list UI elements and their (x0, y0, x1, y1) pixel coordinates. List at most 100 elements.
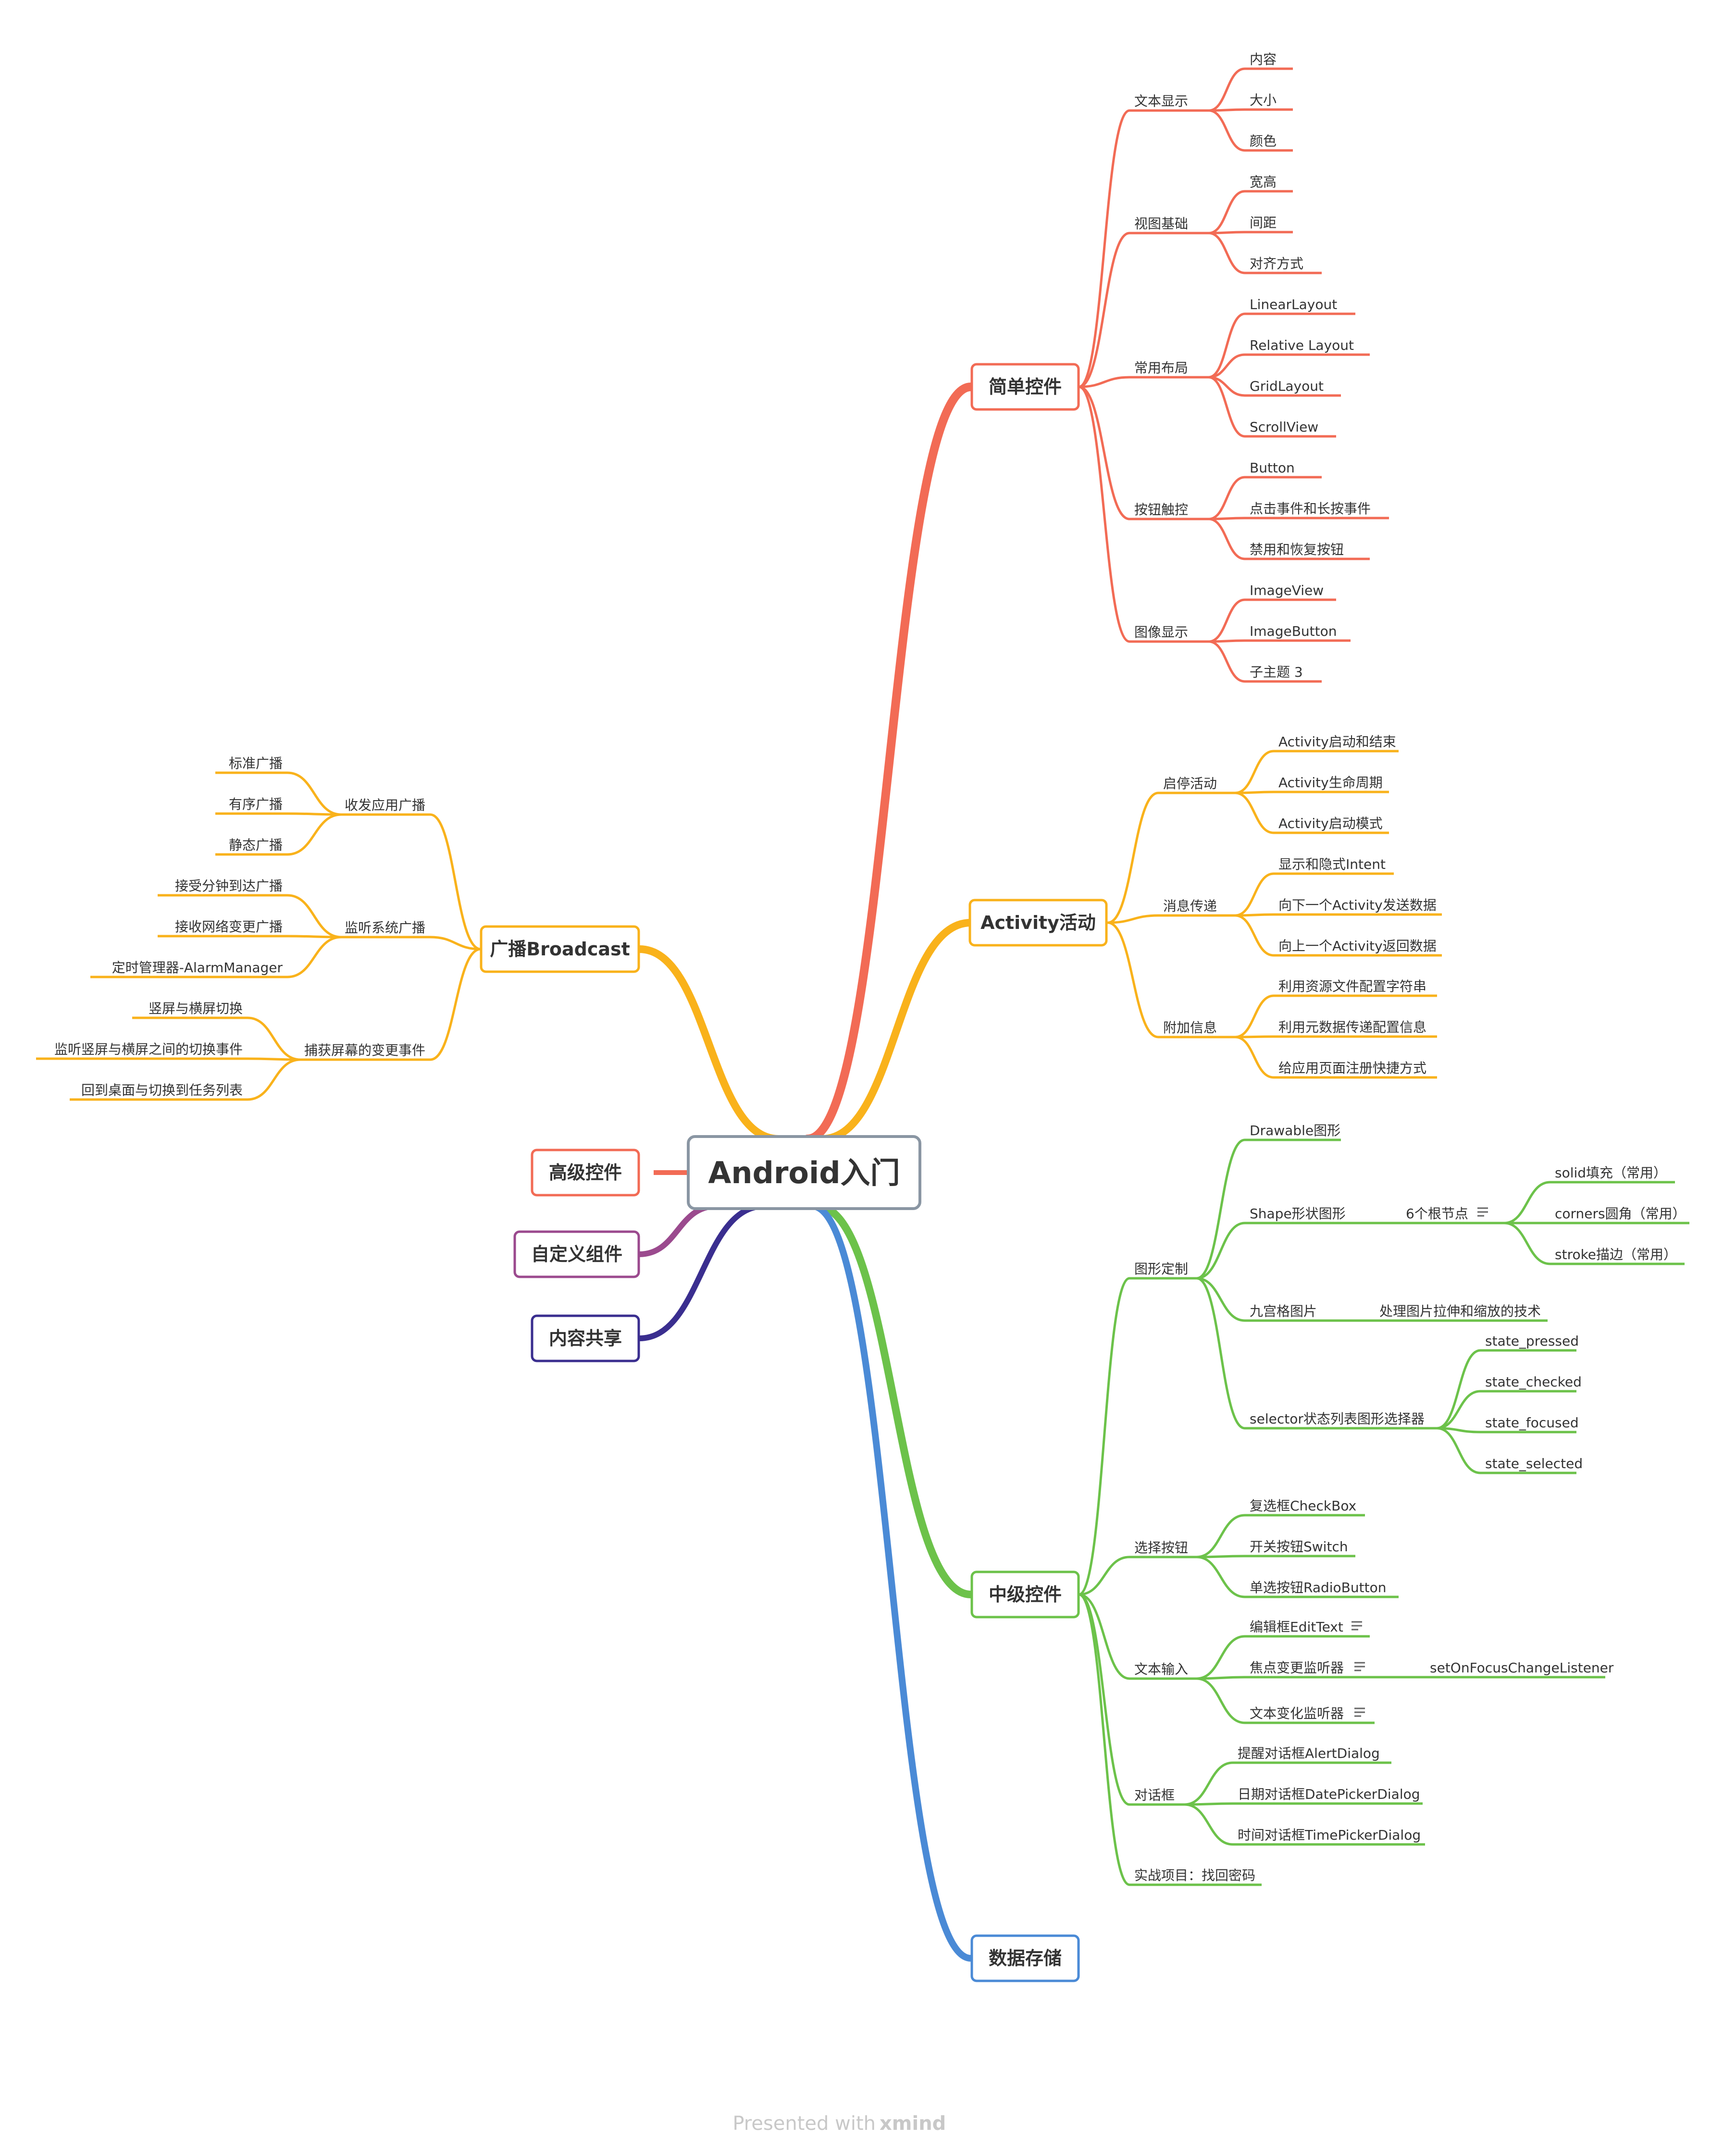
leaf-simple-2-0[interactable]: LinearLayout (1250, 297, 1337, 312)
edge-graphics-shape (1195, 1222, 1246, 1280)
subtopic-simple-1[interactable]: 视图基础 (1134, 216, 1188, 232)
leaf-graphics-drawable[interactable]: Drawable图形 (1250, 1123, 1340, 1138)
leaf-broadcast-0-2[interactable]: 静态广播 (229, 837, 283, 853)
leaf-simple-3-2[interactable]: 禁用和恢复按钮 (1250, 542, 1344, 557)
leaf-simple-1-1[interactable]: 间距 (1250, 215, 1277, 231)
subtopic-middle-textinput[interactable]: 文本输入 (1134, 1661, 1188, 1677)
subtopic-simple-2[interactable]: 常用布局 (1134, 360, 1188, 376)
main-topic-middle[interactable]: 中级控件 (970, 1570, 1080, 1619)
edge-simple-3-0 (1207, 476, 1246, 520)
subtopic-activity-1[interactable]: 消息传递 (1163, 898, 1217, 914)
leaf-choice-2[interactable]: 单选按钮RadioButton (1250, 1580, 1386, 1595)
subtopic-middle-choice[interactable]: 选择按钮 (1134, 1540, 1188, 1556)
leaf-graphics-shape-sub[interactable]: 6个根节点 (1406, 1206, 1468, 1222)
leaf-shape-item-1[interactable]: corners圆角（常用） (1555, 1206, 1686, 1222)
leaf-broadcast-0-0[interactable]: 标准广播 (229, 755, 283, 771)
leaf-shape-item-0[interactable]: solid填充（常用） (1555, 1165, 1667, 1181)
edge-dialog-2 (1183, 1803, 1234, 1846)
leaf-selector-item-2[interactable]: state_focused (1485, 1415, 1579, 1431)
subtopic-broadcast-1[interactable]: 监听系统广播 (345, 920, 425, 936)
leaf-broadcast-1-0[interactable]: 接受分钟到达广播 (175, 878, 283, 894)
leaf-broadcast-2-1[interactable]: 监听竖屏与横屏之间的切换事件 (54, 1041, 243, 1057)
main-topic-simple[interactable]: 简单控件 (970, 363, 1080, 411)
leaf-graphics-ninepatch[interactable]: 九宫格图片 (1250, 1303, 1317, 1319)
leaf-selector-item-1[interactable]: state_checked (1485, 1374, 1582, 1390)
leaf-broadcast-2-2[interactable]: 回到桌面与切换到任务列表 (81, 1082, 243, 1098)
leaf-dialog-0[interactable]: 提醒对话框AlertDialog (1238, 1745, 1380, 1761)
main-topic-advanced[interactable]: 高级控件 (531, 1149, 640, 1197)
notes-icon[interactable] (1352, 1621, 1362, 1631)
leaf-simple-3-1[interactable]: 点击事件和长按事件 (1250, 501, 1371, 517)
main-topic-advanced-box (531, 1149, 640, 1197)
leaf-simple-2-3[interactable]: ScrollView (1250, 419, 1318, 435)
leaf-activity-0-0[interactable]: Activity启动和结束 (1278, 734, 1396, 750)
main-topic-storage[interactable]: 数据存储 (970, 1934, 1080, 1982)
leaf-activity-1-0[interactable]: 显示和隐式Intent (1278, 856, 1386, 872)
leaf-dialog-1[interactable]: 日期对话框DatePickerDialog (1238, 1786, 1420, 1802)
subtopic-middle-graphics[interactable]: 图形定制 (1134, 1261, 1188, 1277)
leaf-simple-0-1[interactable]: 大小 (1250, 92, 1277, 108)
leaf-simple-4-1[interactable]: ImageButton (1250, 623, 1337, 639)
leaf-selector-item-3[interactable]: state_selected (1485, 1456, 1583, 1471)
main-topic-share[interactable]: 内容共享 (531, 1314, 640, 1362)
notes-icon[interactable] (1354, 1662, 1365, 1671)
leaf-simple-2-1[interactable]: Relative Layout (1250, 337, 1354, 353)
leaf-simple-3-0[interactable]: Button (1250, 460, 1295, 476)
notes-icon[interactable] (1477, 1207, 1488, 1217)
footer-brand-text: xmind (880, 2113, 946, 2135)
leaf-graphics-selector[interactable]: selector状态列表图形选择器 (1250, 1411, 1425, 1427)
main-topic-activity[interactable]: Activity活动 (968, 899, 1108, 947)
leaf-textinput-focus-sub[interactable]: setOnFocusChangeListener (1430, 1660, 1614, 1676)
leaf-simple-2-2[interactable]: GridLayout (1250, 378, 1324, 394)
subtopic-broadcast-2[interactable]: 捕获屏幕的变更事件 (304, 1042, 425, 1058)
subtopic-middle-dialog[interactable]: 对话框 (1134, 1787, 1175, 1803)
leaf-choice-1[interactable]: 开关按钮Switch (1250, 1539, 1348, 1555)
leaf-activity-0-1[interactable]: Activity生命周期 (1278, 775, 1383, 791)
leaf-activity-2-1[interactable]: 利用元数据传递配置信息 (1278, 1019, 1426, 1035)
leaf-simple-4-2[interactable]: 子主题 3 (1250, 664, 1303, 680)
leaf-dialog-2[interactable]: 时间对话框TimePickerDialog (1238, 1827, 1421, 1843)
subtopic-simple-3[interactable]: 按钮触控 (1134, 502, 1188, 518)
leaf-textinput-2[interactable]: 文本变化监听器 (1250, 1706, 1344, 1721)
subtopic-activity-2[interactable]: 附加信息 (1163, 1020, 1217, 1036)
main-topic-custom[interactable]: 自定义组件 (513, 1230, 640, 1278)
leaf-shape-item-2[interactable]: stroke描边（常用） (1555, 1247, 1677, 1262)
leaf-broadcast-2-0[interactable]: 竖屏与横屏切换 (149, 1001, 243, 1016)
leaf-textinput-0[interactable]: 编辑框EditText (1250, 1619, 1343, 1635)
edge-simple-1-1 (1207, 231, 1246, 235)
leaf-activity-1-1[interactable]: 向下一个Activity发送数据 (1278, 897, 1437, 913)
subtopic-activity-0[interactable]: 启停活动 (1163, 776, 1217, 791)
leaf-broadcast-1-2[interactable]: 定时管理器-AlarmManager (112, 960, 283, 976)
leaf-simple-0-2[interactable]: 颜色 (1250, 133, 1277, 149)
leaf-broadcast-0-1[interactable]: 有序广播 (229, 796, 283, 812)
subtopic-simple-4[interactable]: 图像显示 (1134, 624, 1188, 640)
edge-root-middle (813, 1202, 975, 1598)
edge-textinput-2 (1195, 1677, 1246, 1724)
leaf-choice-0[interactable]: 复选框CheckBox (1250, 1498, 1356, 1514)
edge-middle-dialog (1078, 1593, 1131, 1806)
leaf-textinput-1[interactable]: 焦点变更监听器 (1250, 1660, 1344, 1676)
edge-root-share (636, 1203, 767, 1341)
leaf-simple-4-0[interactable]: ImageView (1250, 582, 1324, 598)
root-topic[interactable]: Android入门 (687, 1135, 921, 1210)
leaf-simple-1-0[interactable]: 宽高 (1250, 174, 1277, 190)
leaf-selector-item-0[interactable]: state_pressed (1485, 1333, 1579, 1349)
leaf-simple-0-0[interactable]: 内容 (1250, 51, 1277, 67)
leaf-activity-1-2[interactable]: 向上一个Activity返回数据 (1278, 938, 1437, 954)
leaf-activity-2-0[interactable]: 利用资源文件配置字符串 (1278, 978, 1426, 994)
subtopic-simple-0[interactable]: 文本显示 (1134, 93, 1188, 109)
main-topic-broadcast[interactable]: 广播Broadcast (480, 925, 640, 973)
edge-broadcast-1-0 (286, 894, 343, 939)
notes-icon[interactable] (1354, 1707, 1365, 1717)
edge-simple-4 (1078, 385, 1131, 643)
leaf-activity-0-2[interactable]: Activity启动模式 (1278, 816, 1383, 831)
leaf-activity-2-2[interactable]: 给应用页面注册快捷方式 (1278, 1060, 1426, 1076)
leaf-graphics-shape[interactable]: Shape形状图形 (1250, 1206, 1346, 1222)
leaf-simple-1-2[interactable]: 对齐方式 (1250, 256, 1303, 272)
footer-presented-text: Presented with (732, 2113, 876, 2135)
leaf-broadcast-1-1[interactable]: 接收网络变更广播 (175, 919, 283, 935)
subtopic-broadcast-0[interactable]: 收发应用广播 (345, 797, 425, 813)
subtopic-middle-project[interactable]: 实战项目：找回密码 (1134, 1867, 1255, 1883)
leaf-graphics-ninepatch-sub[interactable]: 处理图片拉伸和缩放的技术 (1379, 1303, 1541, 1319)
